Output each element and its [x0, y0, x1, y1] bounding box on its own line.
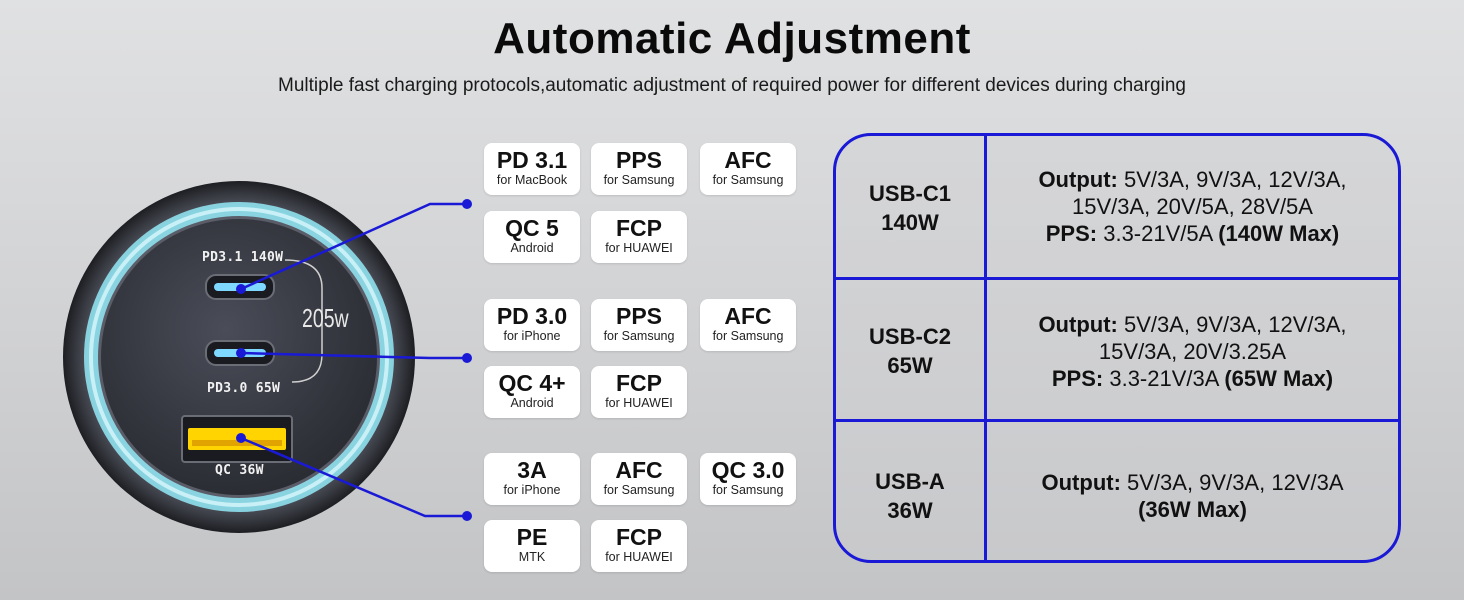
- protocol-card: 3A for iPhone: [484, 453, 580, 505]
- protocol-device: for Samsung: [603, 483, 675, 497]
- protocol-device: MTK: [518, 550, 546, 564]
- protocol-name: PPS: [615, 303, 663, 329]
- protocol-card: PD 3.1 for MacBook: [484, 143, 580, 195]
- protocol-name: AFC: [615, 457, 663, 483]
- protocol-device: Android: [510, 241, 554, 255]
- row-spec-usb-c1: Output: 5V/3A, 9V/3A, 12V/3A, 15V/3A, 20…: [987, 166, 1398, 247]
- protocol-device: for Samsung: [603, 329, 675, 343]
- row-port-usb-a: USB-A 36W: [836, 467, 984, 525]
- pps-label: PPS:: [1045, 221, 1098, 246]
- protocol-name: PD 3.0: [496, 303, 568, 329]
- output-values-cont: 15V/3A, 20V/3.25A: [1098, 339, 1287, 364]
- protocol-name: PPS: [615, 147, 663, 173]
- table-divider: [836, 419, 1398, 422]
- protocol-card: PE MTK: [484, 520, 580, 572]
- protocol-card: PPS for Samsung: [591, 143, 687, 195]
- protocol-card: AFC for Samsung: [591, 453, 687, 505]
- port3-label: QC 36W: [215, 463, 264, 478]
- protocol-name: QC 5: [505, 215, 559, 241]
- protocol-name: QC 3.0: [711, 457, 785, 483]
- page-title: Automatic Adjustment: [493, 14, 971, 63]
- protocol-name: FCP: [616, 215, 662, 241]
- row-port-usb-c2: USB-C2 65W: [836, 322, 984, 380]
- output-label: Output:: [1038, 312, 1118, 337]
- protocol-device: for Samsung: [712, 173, 784, 187]
- output-values: 5V/3A, 9V/3A, 12V/3A,: [1117, 167, 1347, 192]
- row-spec-usb-c2: Output: 5V/3A, 9V/3A, 12V/3A, 15V/3A, 20…: [987, 311, 1398, 392]
- protocol-device: for HUAWEI: [605, 241, 673, 255]
- protocol-name: PD 3.1: [496, 147, 568, 173]
- protocol-device: for iPhone: [503, 483, 561, 497]
- protocol-card: FCP for HUAWEI: [591, 520, 687, 572]
- protocol-device: for Samsung: [712, 483, 784, 497]
- port-power: 65W: [887, 353, 933, 378]
- port-power: 140W: [881, 210, 939, 235]
- protocol-device: Android: [510, 396, 554, 410]
- protocol-name: QC 4+: [498, 370, 566, 396]
- max-power: (140W Max): [1218, 221, 1340, 246]
- protocol-card: FCP for HUAWEI: [591, 211, 687, 263]
- output-values: 5V/3A, 9V/3A, 12V/3A: [1120, 470, 1344, 495]
- port1-label: PD3.1 140W: [202, 250, 284, 265]
- row-port-usb-c1: USB-C1 140W: [836, 179, 984, 237]
- port-name: USB-A: [875, 469, 945, 494]
- protocol-device: for MacBook: [496, 173, 568, 187]
- protocol-card: PPS for Samsung: [591, 299, 687, 351]
- page-subtitle: Multiple fast charging protocols,automat…: [278, 75, 1186, 96]
- port-name: USB-C1: [869, 181, 951, 206]
- protocol-card: QC 5 Android: [484, 211, 580, 263]
- total-power-label: 205w: [302, 303, 349, 333]
- protocol-device: for HUAWEI: [605, 550, 673, 564]
- port2-label: PD3.0 65W: [207, 381, 281, 396]
- protocol-device: for HUAWEI: [605, 396, 673, 410]
- output-label: Output:: [1041, 470, 1121, 495]
- pps-label: PPS:: [1051, 366, 1104, 391]
- output-values-cont: 15V/3A, 20V/5A, 28V/5A: [1072, 194, 1313, 219]
- protocol-name: PE: [516, 524, 548, 550]
- protocol-name: 3A: [517, 457, 547, 483]
- table-divider: [984, 136, 987, 560]
- protocol-device: for Samsung: [712, 329, 784, 343]
- port-power: 36W: [887, 498, 933, 523]
- protocol-card: AFC for Samsung: [700, 299, 796, 351]
- max-power: (36W Max): [1138, 497, 1247, 522]
- protocol-name: AFC: [724, 303, 772, 329]
- pps-values: 3.3-21V/5A: [1097, 221, 1219, 246]
- output-spec-table: USB-C1 140W Output: 5V/3A, 9V/3A, 12V/3A…: [833, 133, 1401, 563]
- protocol-card: QC 3.0 for Samsung: [700, 453, 796, 505]
- output-label: Output:: [1038, 167, 1118, 192]
- protocol-device: for iPhone: [503, 329, 561, 343]
- protocol-card: QC 4+ Android: [484, 366, 580, 418]
- protocol-name: FCP: [616, 524, 662, 550]
- max-power: (65W Max): [1224, 366, 1334, 391]
- output-values: 5V/3A, 9V/3A, 12V/3A,: [1117, 312, 1347, 337]
- protocol-card: AFC for Samsung: [700, 143, 796, 195]
- row-spec-usb-a: Output: 5V/3A, 9V/3A, 12V/3A (36W Max): [987, 469, 1398, 523]
- protocol-card: FCP for HUAWEI: [591, 366, 687, 418]
- port-name: USB-C2: [869, 324, 951, 349]
- table-divider: [836, 277, 1398, 280]
- pps-values: 3.3-21V/3A: [1103, 366, 1225, 391]
- protocol-name: AFC: [724, 147, 772, 173]
- protocol-card: PD 3.0 for iPhone: [484, 299, 580, 351]
- protocol-device: for Samsung: [603, 173, 675, 187]
- protocol-name: FCP: [616, 370, 662, 396]
